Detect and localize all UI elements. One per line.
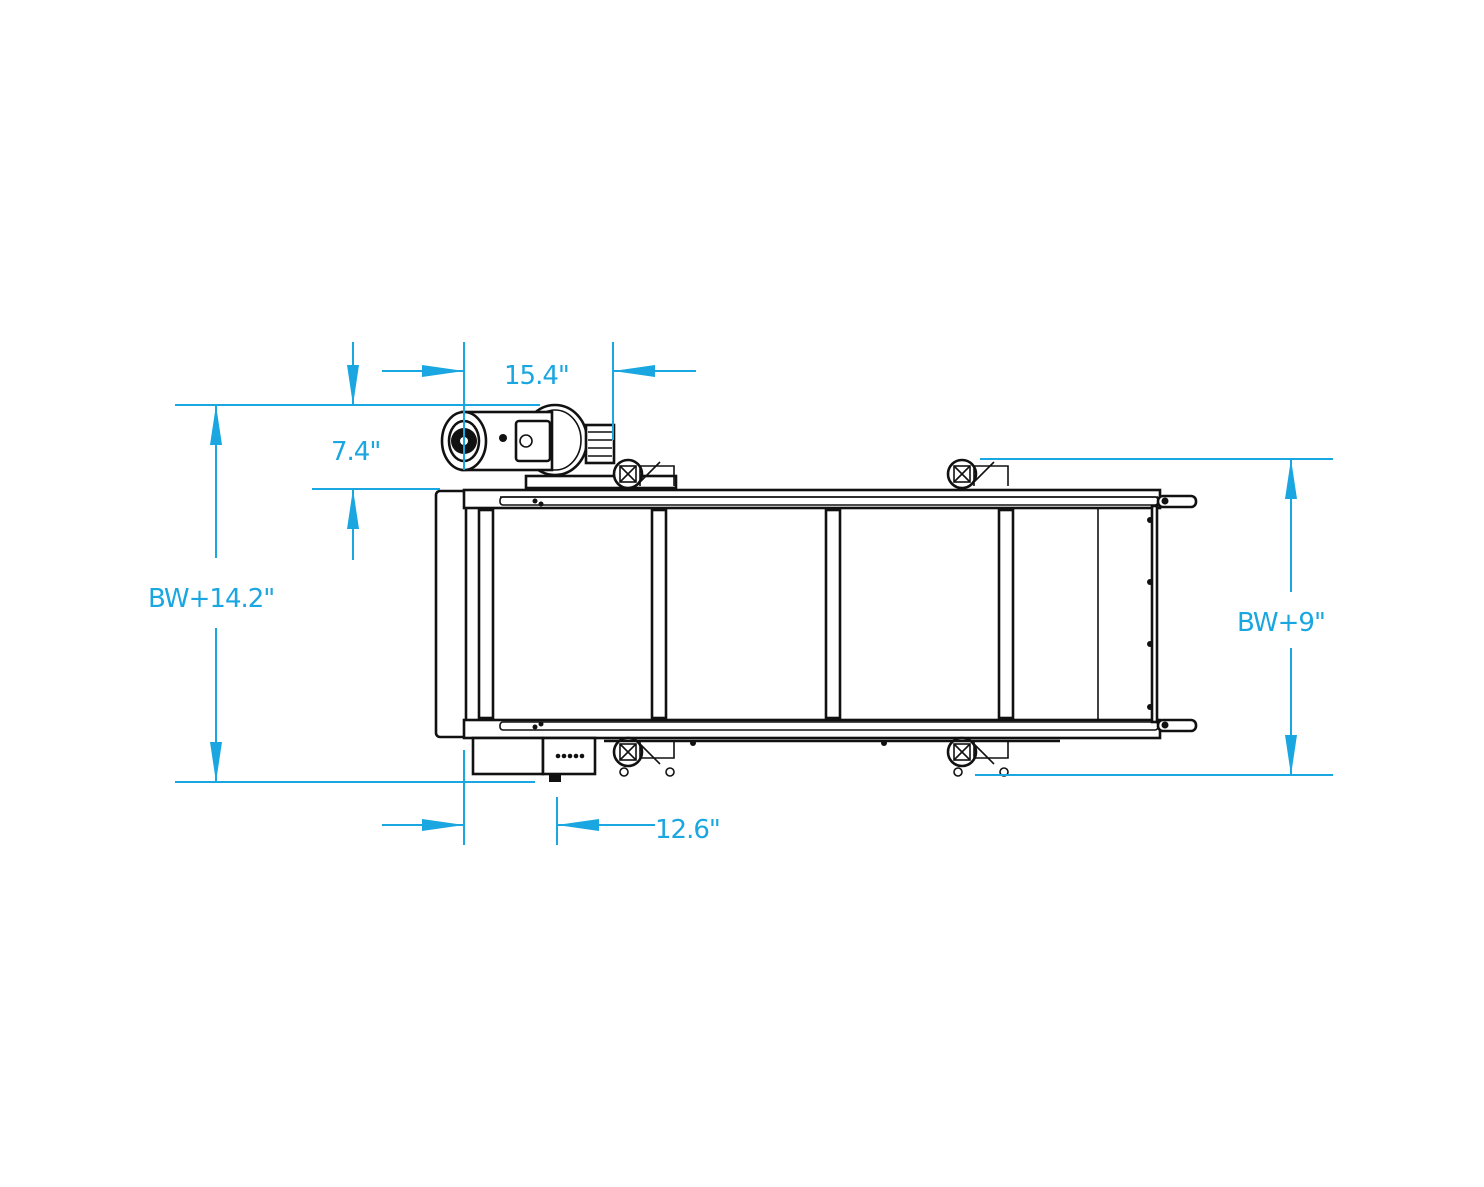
conveyor-frame xyxy=(434,488,1162,740)
dimension-frame-width: BW+9" xyxy=(975,458,1333,776)
motor-offset-label: 7.4" xyxy=(331,437,380,467)
support-stand-bottom-left xyxy=(612,736,675,777)
support-stand-bottom-right xyxy=(946,736,1009,777)
support-stand-top-right xyxy=(946,458,1009,490)
support-stand-top-left xyxy=(612,458,675,490)
idler-end xyxy=(1097,494,1198,733)
dimension-overall-width: BW+14.2" xyxy=(148,405,535,783)
dimension-motor-length: 15.4" xyxy=(382,342,696,470)
dimension-motor-offset: 7.4" xyxy=(175,342,540,560)
motor-length-label: 15.4" xyxy=(504,361,569,391)
frame-width-label: BW+9" xyxy=(1237,608,1325,638)
overall-width-label: BW+14.2" xyxy=(148,584,274,614)
dimension-controller-offset: 12.6" xyxy=(382,750,721,845)
cross-members xyxy=(477,508,1015,720)
controller-offset-label: 12.6" xyxy=(655,815,720,845)
control-box xyxy=(471,736,597,782)
